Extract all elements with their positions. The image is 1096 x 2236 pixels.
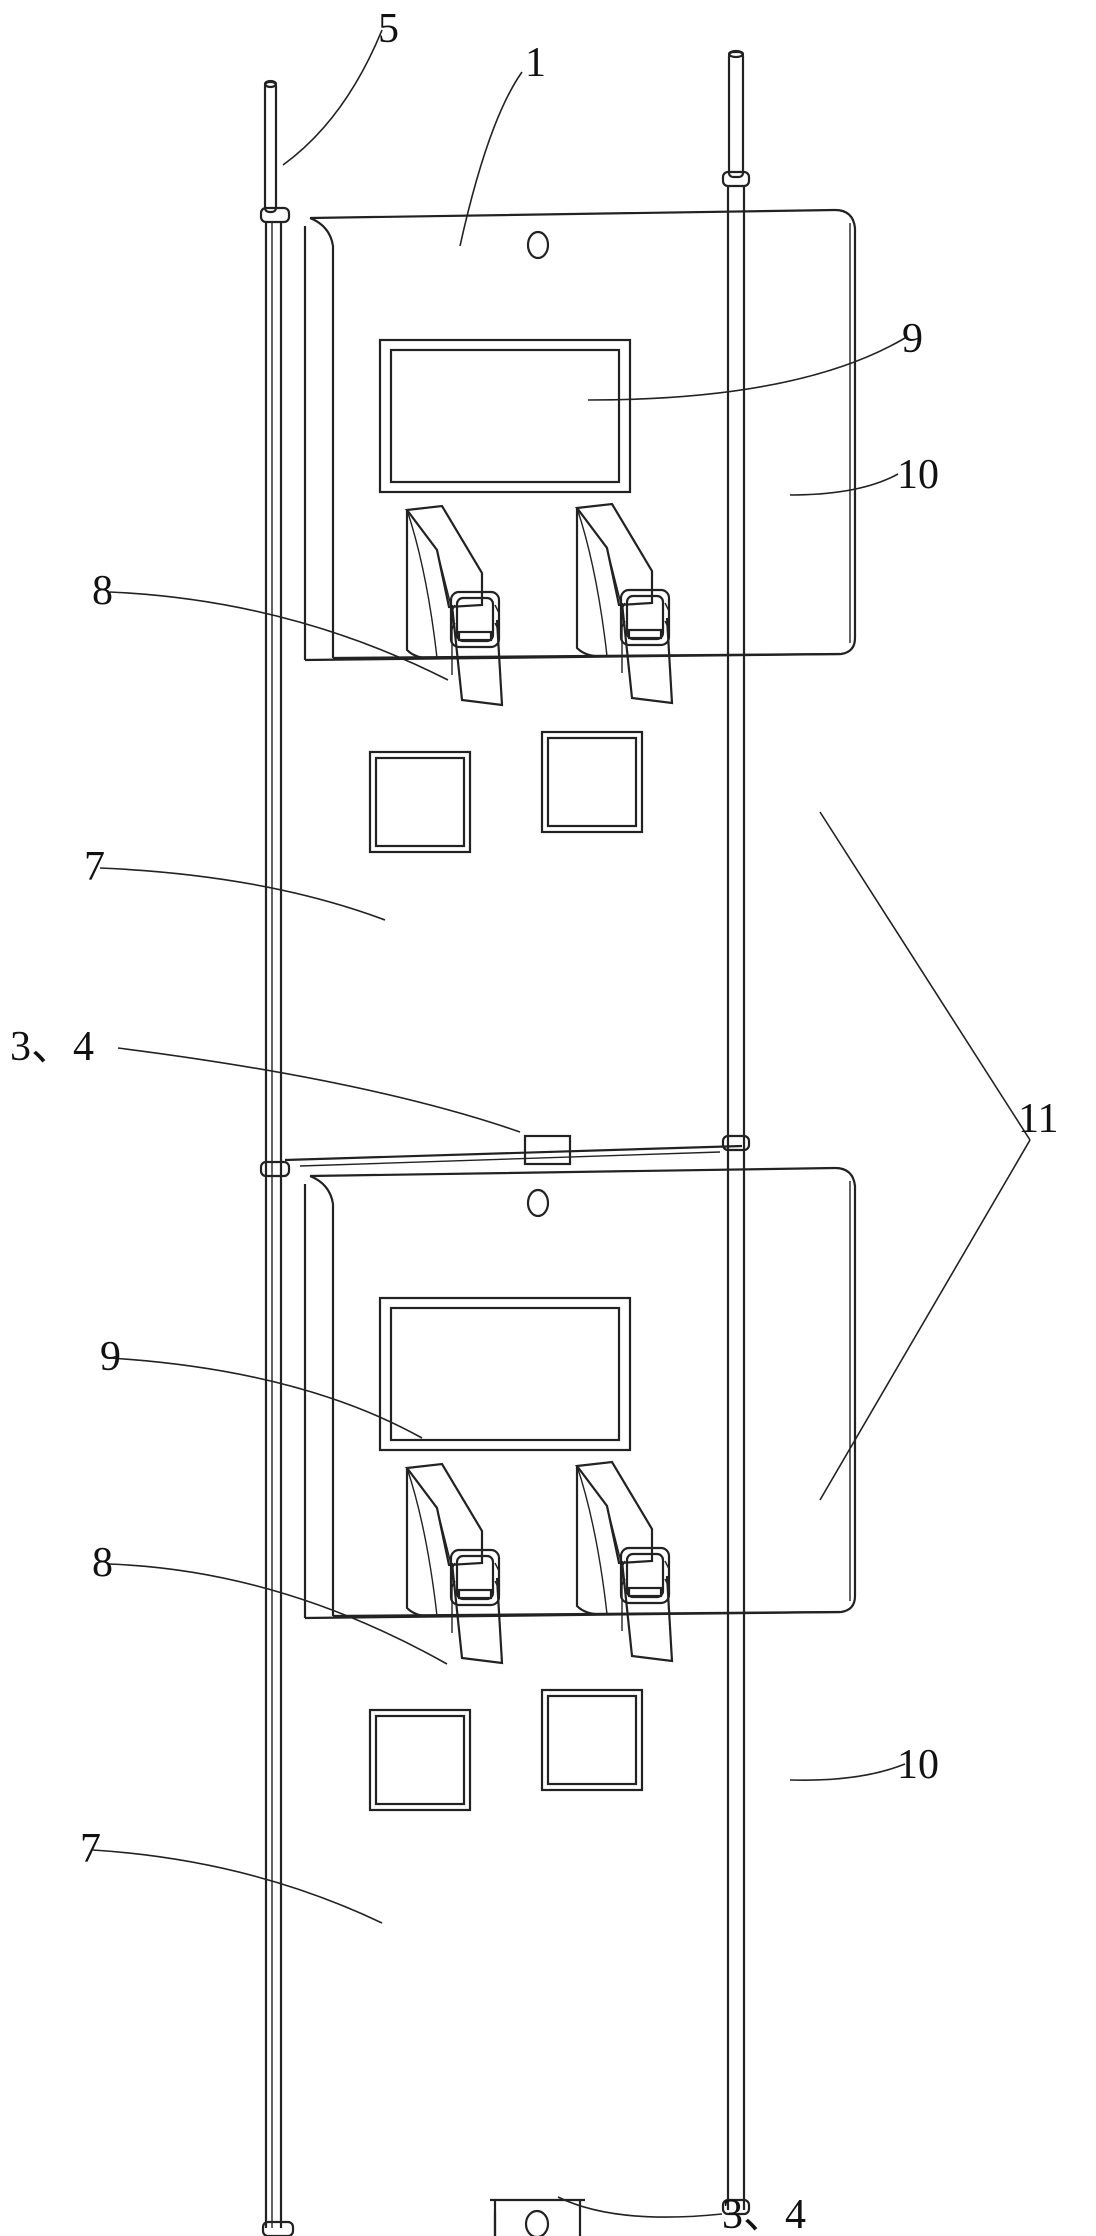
label-joint-bottom: 3、4 bbox=[722, 2192, 806, 2236]
leader-lines bbox=[92, 29, 906, 2218]
flange-pair-leaders bbox=[819, 811, 1031, 1501]
bottom-tab bbox=[490, 2198, 585, 2236]
label-window-top: 9 bbox=[902, 316, 923, 362]
reference-labels: 5 1 9 10 8 7 3、4 11 9 8 10 7 3、4 bbox=[10, 6, 1058, 2236]
label-side-flange-top: 10 bbox=[897, 452, 939, 498]
label-flange-pair: 11 bbox=[1018, 1096, 1058, 1142]
label-rod: 5 bbox=[378, 6, 399, 52]
label-buckle-bottom: 8 bbox=[92, 1540, 113, 1586]
label-side-flange-bottom: 10 bbox=[897, 1742, 939, 1788]
top-panel bbox=[305, 210, 855, 852]
label-window-bottom: 9 bbox=[100, 1334, 121, 1380]
label-mesh-top: 7 bbox=[84, 844, 105, 890]
label-mesh-bottom: 7 bbox=[80, 1826, 101, 1872]
middle-joint bbox=[284, 1134, 743, 1167]
left-rod bbox=[259, 79, 295, 2236]
label-joint-middle: 3、4 bbox=[10, 1024, 94, 1070]
bottom-panel bbox=[305, 1168, 855, 1810]
label-panel-body: 1 bbox=[525, 40, 546, 86]
right-rod bbox=[721, 49, 751, 2216]
label-buckle-top: 8 bbox=[92, 568, 113, 614]
